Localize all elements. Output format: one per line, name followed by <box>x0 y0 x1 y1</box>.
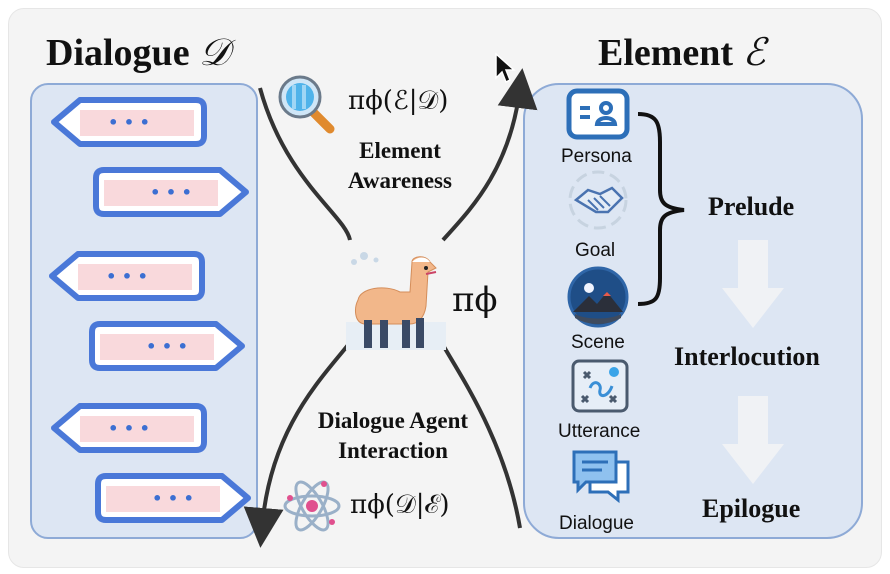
magnifier-icon <box>278 75 335 134</box>
message-dots: • • • <box>150 183 192 202</box>
path-map-icon <box>571 359 629 413</box>
atom-icon <box>283 480 341 532</box>
down-arrow-icon <box>722 396 784 484</box>
message-dots: • • • <box>108 113 150 132</box>
down-arrow-icon <box>722 240 784 328</box>
interaction-formula: πϕ(𝒟|ℰ) <box>350 490 450 520</box>
message-bubble: • • • <box>49 251 205 301</box>
message-dots: • • • <box>108 419 150 438</box>
awareness-label: Element Awareness <box>348 138 452 193</box>
message-dots: • • • <box>146 337 188 356</box>
message-bubble: • • • <box>51 403 207 453</box>
message-dots: • • • <box>152 489 194 508</box>
element-label-goal: Goal <box>575 240 616 261</box>
awareness-formula: πϕ(ℰ|𝒟) <box>348 86 449 116</box>
mountain-scene-icon <box>567 266 629 328</box>
message-bubble: • • • <box>93 167 249 217</box>
interaction-label: Dialogue Agent Interaction <box>317 408 469 463</box>
dialogue-title: Dialogue 𝒟 <box>46 30 230 74</box>
chat-bubbles-icon <box>572 450 630 504</box>
stage-epilogue: Epilogue <box>702 494 801 523</box>
message-dots: • • • <box>106 267 148 286</box>
element-label-scene: Scene <box>571 332 625 353</box>
element-label-dialogue: Dialogue <box>559 513 634 534</box>
awareness-arrow-in <box>258 87 352 241</box>
message-bubble: • • • <box>95 473 251 523</box>
element-title: Element ℰ <box>598 30 766 74</box>
awareness-arrow-out <box>441 68 538 242</box>
element-label-utterance: Utterance <box>558 421 641 442</box>
message-bubble: • • • <box>51 97 207 147</box>
interaction-arrow-out <box>243 343 350 548</box>
prelude-brace <box>637 112 685 306</box>
handshake-icon <box>568 170 628 230</box>
stage-interlocution: Interlocution <box>674 342 820 371</box>
dialogue-panel <box>30 83 258 539</box>
stage-prelude: Prelude <box>708 192 795 221</box>
persona-card-icon <box>566 88 630 140</box>
message-bubble: • • • <box>89 321 245 371</box>
agent-policy-symbol: πϕ <box>452 280 498 320</box>
element-label-persona: Persona <box>561 146 632 167</box>
llama-agent-icon <box>346 252 446 350</box>
interaction-arrow-in <box>441 344 522 529</box>
